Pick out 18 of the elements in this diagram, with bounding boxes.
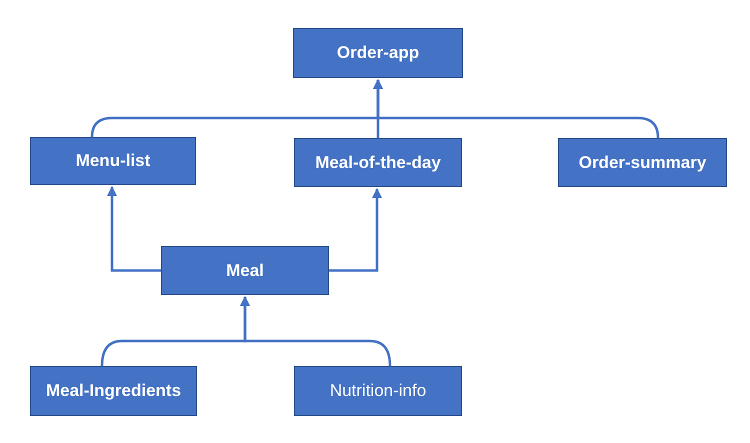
- process-box: [161, 246, 329, 295]
- process-box: [294, 366, 462, 416]
- box-label: Nutrition-info: [330, 381, 426, 401]
- process-box: [558, 138, 727, 187]
- process-box: [30, 137, 196, 185]
- box-label: Menu-list: [76, 151, 150, 171]
- connector-arrow: [240, 296, 392, 366]
- box-label: Meal-of-the-day: [315, 152, 441, 172]
- box-label: Order-summary: [578, 152, 706, 172]
- box-label: Order-app: [336, 43, 420, 63]
- connector-arrow: [373, 79, 660, 138]
- process-box: [30, 366, 197, 416]
- process-box: [294, 138, 462, 187]
- connector-arrow: [107, 186, 161, 272]
- process-box: [293, 28, 463, 78]
- connector-arrow: [329, 188, 382, 272]
- box-label: Meal: [226, 260, 264, 280]
- box-label: Meal-Ingredients: [46, 381, 182, 401]
